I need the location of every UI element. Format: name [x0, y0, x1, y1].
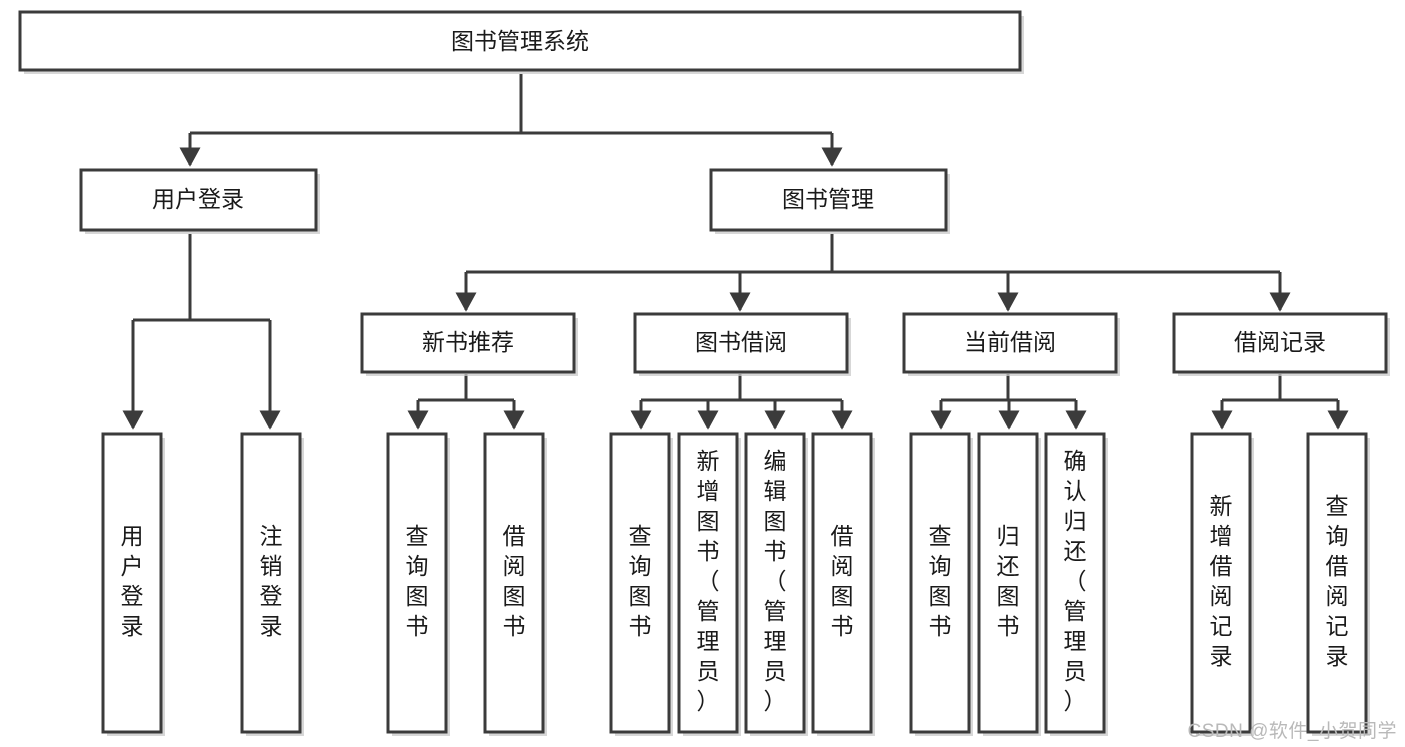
leaf-bookborrow-borrow[interactable]: 借阅图书	[811, 432, 875, 736]
node-root-label: 图书管理系统	[451, 28, 589, 54]
leaf-bookborrow-edit-box	[744, 432, 806, 734]
leaf-user-login[interactable]: 用户登录	[101, 432, 165, 736]
node-current-borrow-box	[902, 312, 1118, 374]
node-book-manage-box	[709, 168, 948, 232]
node-current-borrow-label: 当前借阅	[964, 329, 1056, 355]
leaf-currentborrow-confirm-label: 确认归还（管理员）	[1064, 448, 1087, 714]
leaf-logout-label: 注销登录	[260, 523, 283, 639]
node-book-borrow-label: 图书借阅	[695, 329, 787, 355]
leaf-bookborrow-query-label: 查询图书	[629, 523, 652, 639]
node-new-book[interactable]: 新书推荐	[360, 312, 578, 376]
leaf-logout[interactable]: 注销登录	[240, 432, 304, 736]
leaf-bookborrow-query-box	[609, 432, 671, 734]
connector-group	[122, 74, 1349, 430]
leaf-bookborrow-add-label: 新增图书（管理员）	[697, 448, 720, 714]
leaf-currentborrow-confirm[interactable]: 确认归还（管理员）	[1044, 432, 1108, 736]
node-current-borrow[interactable]: 当前借阅	[902, 312, 1120, 376]
leaf-bookborrow-edit[interactable]: 编辑图书（管理员）	[744, 432, 808, 736]
node-book-manage[interactable]: 图书管理	[709, 168, 950, 234]
leaf-newbook-query[interactable]: 查询图书	[386, 432, 450, 736]
leaf-currentborrow-return-box	[977, 432, 1039, 734]
leaf-record-query[interactable]: 查询借阅记录	[1306, 432, 1370, 736]
node-borrow-record-label: 借阅记录	[1234, 329, 1326, 355]
leaf-newbook-borrow-label: 借阅图书	[503, 523, 526, 639]
leaf-bookborrow-borrow-box	[811, 432, 873, 734]
node-book-borrow[interactable]: 图书借阅	[633, 312, 851, 376]
node-new-book-label: 新书推荐	[422, 329, 514, 355]
leaf-currentborrow-confirm-box	[1044, 432, 1106, 734]
leaf-record-add-box	[1190, 432, 1252, 734]
leaf-bookborrow-borrow-label: 借阅图书	[831, 523, 854, 639]
leaf-currentborrow-query-label: 查询图书	[929, 523, 952, 639]
leaf-currentborrow-query[interactable]: 查询图书	[909, 432, 973, 736]
leaf-newbook-borrow[interactable]: 借阅图书	[483, 432, 547, 736]
leaf-record-query-box	[1306, 432, 1368, 734]
leaf-user-login-box	[101, 432, 163, 734]
leaf-bookborrow-add-box	[677, 432, 739, 734]
leaf-newbook-borrow-box	[483, 432, 545, 734]
leaf-currentborrow-return-label: 归还图书	[997, 523, 1020, 639]
leaf-currentborrow-return[interactable]: 归还图书	[977, 432, 1041, 736]
leaf-currentborrow-query-box	[909, 432, 971, 734]
node-borrow-record-box	[1172, 312, 1388, 374]
leaf-bookborrow-edit-label: 编辑图书（管理员）	[764, 448, 787, 714]
leaf-newbook-query-box	[386, 432, 448, 734]
node-book-manage-label: 图书管理	[782, 186, 874, 212]
leaf-record-query-label: 查询借阅记录	[1326, 493, 1349, 669]
node-book-borrow-box	[633, 312, 849, 374]
node-root-box	[18, 10, 1022, 72]
node-new-book-box	[360, 312, 576, 374]
node-user-login-label: 用户登录	[152, 186, 244, 212]
leaf-user-login-label: 用户登录	[121, 523, 144, 639]
node-user-login[interactable]: 用户登录	[79, 168, 320, 234]
node-borrow-record[interactable]: 借阅记录	[1172, 312, 1390, 376]
node-root[interactable]: 图书管理系统	[18, 10, 1024, 74]
leaf-logout-box	[240, 432, 302, 734]
leaf-record-add-label: 新增借阅记录	[1210, 493, 1233, 669]
leaf-bookborrow-query[interactable]: 查询图书	[609, 432, 673, 736]
leaf-newbook-query-label: 查询图书	[406, 523, 429, 639]
node-user-login-box	[79, 168, 318, 232]
leaf-record-add[interactable]: 新增借阅记录	[1190, 432, 1254, 736]
leaf-bookborrow-add[interactable]: 新增图书（管理员）	[677, 432, 741, 736]
